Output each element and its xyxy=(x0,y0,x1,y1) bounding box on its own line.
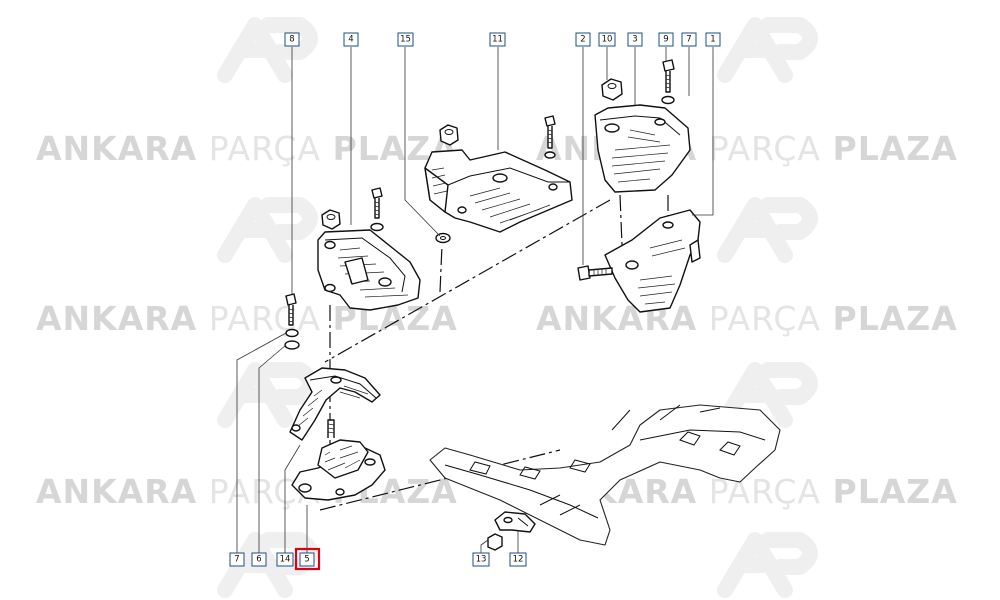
callout-label: 6 xyxy=(256,555,261,565)
callout-8[interactable]: 8 xyxy=(284,32,300,47)
callout-label: 13 xyxy=(476,555,487,565)
watermark-word: PARÇA xyxy=(209,129,321,168)
callout-7-top[interactable]: 7 xyxy=(681,32,697,47)
callout-4[interactable]: 4 xyxy=(343,32,359,47)
watermark-word: ANKARA xyxy=(536,299,697,338)
bracket-part-11 xyxy=(424,115,573,233)
bracket-part-3 xyxy=(594,59,691,193)
mount-part-5 xyxy=(291,419,386,501)
callout-label: 14 xyxy=(280,555,291,565)
callout-label: 11 xyxy=(492,35,503,45)
svg-text:ANKARA PARÇA PLAZA: ANKARA PARÇA PLAZA xyxy=(36,299,458,338)
svg-text:ANKARA PARÇA PLAZA: ANKARA PARÇA PLAZA xyxy=(536,299,958,338)
callout-2[interactable]: 2 xyxy=(575,32,591,47)
callout-7-bottom[interactable]: 7 xyxy=(229,552,245,567)
callout-3[interactable]: 3 xyxy=(627,32,643,47)
watermark-layer: ANKARA PARÇA PLAZA ANKARA PARÇA PLAZA AN… xyxy=(36,17,958,598)
callout-label: 7 xyxy=(686,35,691,45)
watermark-word: PARÇA xyxy=(209,299,321,338)
svg-text:ANKARA PARÇA PLAZA: ANKARA PARÇA PLAZA xyxy=(36,129,458,168)
watermark-word: ANKARA xyxy=(36,472,197,511)
watermark-row-2: ANKARA PARÇA PLAZA ANKARA PARÇA PLAZA xyxy=(36,299,958,338)
callout-9[interactable]: 9 xyxy=(658,32,674,47)
watermark-word: PARÇA xyxy=(709,299,821,338)
callout-12[interactable]: 12 xyxy=(509,552,527,567)
callout-label: 12 xyxy=(513,555,524,565)
bracket-part-14 xyxy=(289,367,381,441)
callout-label: 15 xyxy=(400,35,411,45)
callout-14[interactable]: 14 xyxy=(276,552,294,567)
callout-label: 10 xyxy=(602,35,613,45)
bracket-part-1 xyxy=(577,209,701,313)
callout-label: 9 xyxy=(663,35,668,45)
callout-label: 2 xyxy=(580,35,585,45)
callout-label: 3 xyxy=(632,35,637,45)
leader-lines xyxy=(236,47,714,553)
callout-1[interactable]: 1 xyxy=(705,32,721,47)
bracket-part-4 xyxy=(317,187,421,311)
callout-label: 4 xyxy=(348,35,353,45)
watermark-word: PLAZA xyxy=(833,472,958,511)
callout-6[interactable]: 6 xyxy=(251,552,267,567)
callout-label: 5 xyxy=(304,555,309,565)
watermark-word: PLAZA xyxy=(833,299,958,338)
watermark-logo xyxy=(217,17,818,598)
callout-label: 7 xyxy=(234,555,239,565)
selected-part-highlight xyxy=(294,547,321,571)
callouts: 8 4 15 11 2 10 3 9 xyxy=(229,32,721,571)
watermark-row-1: ANKARA PARÇA PLAZA ANKARA PARÇA PLAZA xyxy=(36,129,958,168)
watermark-word: PLAZA xyxy=(833,129,958,168)
bolt-stack-left xyxy=(284,293,300,350)
callout-15[interactable]: 15 xyxy=(397,32,414,47)
subframe-outline xyxy=(429,404,781,546)
callout-5[interactable]: 5 xyxy=(294,547,321,571)
callout-11[interactable]: 11 xyxy=(489,32,506,47)
bracket-part-12 xyxy=(487,511,536,551)
callout-label: 8 xyxy=(289,35,294,45)
watermark-word: ANKARA xyxy=(36,299,197,338)
callout-10[interactable]: 10 xyxy=(598,32,616,47)
watermark-word: PARÇA xyxy=(709,129,821,168)
watermark-word: ANKARA xyxy=(36,129,197,168)
callout-13[interactable]: 13 xyxy=(472,552,490,567)
callout-label: 1 xyxy=(710,35,715,45)
washer-part-15 xyxy=(435,232,451,244)
